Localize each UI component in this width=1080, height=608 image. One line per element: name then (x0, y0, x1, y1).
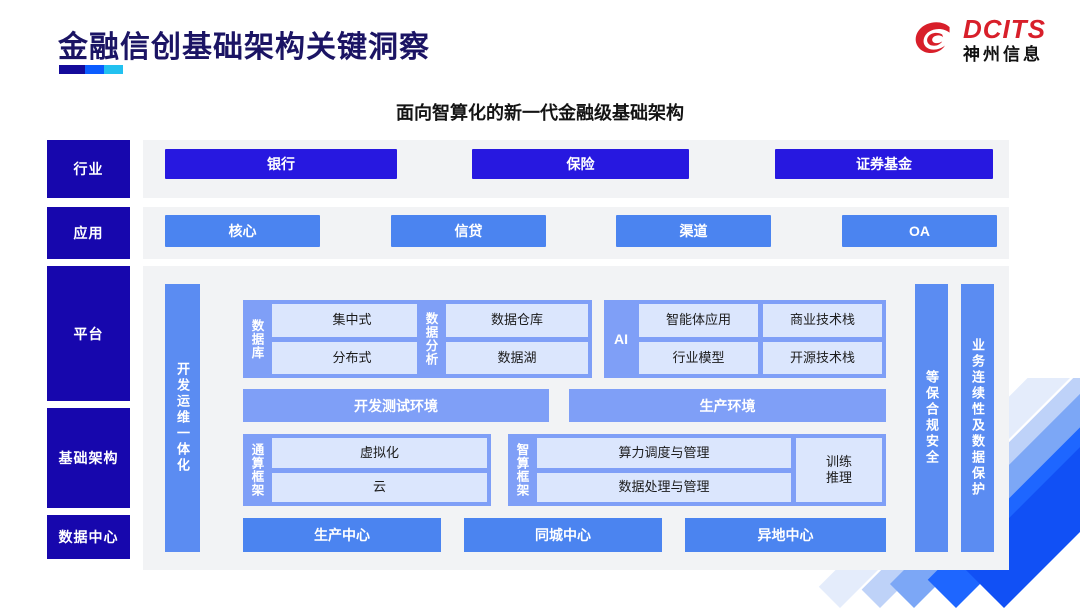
application-chip-core[interactable]: 核心 (165, 215, 320, 247)
cell-data-lake[interactable]: 数据湖 (446, 341, 588, 374)
cell-centralized[interactable]: 集中式 (272, 304, 432, 337)
group-general-compute[interactable]: 通算框架 虚拟化 云 (243, 434, 491, 506)
dc-remote-center[interactable]: 异地中心 (685, 518, 886, 552)
cell-data-warehouse[interactable]: 数据仓库 (446, 304, 588, 337)
group-intelligent-compute-title: 智算框架 (514, 443, 529, 497)
cell-cloud[interactable]: 云 (272, 472, 487, 502)
group-ai[interactable]: AI 智能体应用 商业技术栈 行业模型 开源技术栈 (604, 300, 886, 378)
vbar-devops[interactable]: 开发运维一体化 (165, 284, 200, 552)
industry-chip-insurance[interactable]: 保险 (472, 149, 689, 179)
brand-logo: DCITS 神州信息 (910, 16, 1046, 63)
group-data-analytics[interactable]: 数据分析 数据仓库 数据湖 (417, 300, 592, 378)
group-data-analytics-title: 数据分析 (423, 312, 438, 366)
vbar-compliance-security[interactable]: 等保合规安全 (915, 284, 948, 552)
dcits-swirl-icon (915, 21, 950, 53)
logo-text-cn: 神州信息 (963, 45, 1043, 64)
env-dev-test[interactable]: 开发测试环境 (243, 389, 549, 422)
row-label-industry[interactable]: 行业 (47, 140, 130, 198)
platform-band: 开发运维一体化 等保合规安全 业务连续性及数据保护 数据库 集中式 分布式 数据… (143, 266, 1009, 570)
group-intelligent-compute[interactable]: 智算框架 算力调度与管理 数据处理与管理 训练 推理 (508, 434, 886, 506)
dc-metro-center[interactable]: 同城中心 (464, 518, 662, 552)
cell-training-inference[interactable]: 训练 推理 (796, 438, 882, 502)
cell-industry-model[interactable]: 行业模型 (639, 341, 758, 374)
application-chip-credit[interactable]: 信贷 (391, 215, 546, 247)
application-chip-channel[interactable]: 渠道 (616, 215, 771, 247)
row-label-platform[interactable]: 平台 (47, 266, 130, 401)
cell-distributed[interactable]: 分布式 (272, 341, 432, 374)
dc-production-center[interactable]: 生产中心 (243, 518, 441, 552)
group-general-compute-title: 通算框架 (249, 443, 264, 497)
application-band: 核心 信贷 渠道 OA (143, 207, 1009, 259)
industry-chip-bank[interactable]: 银行 (165, 149, 397, 179)
row-label-infrastructure[interactable]: 基础架构 (47, 408, 130, 508)
vbar-business-continuity[interactable]: 业务连续性及数据保护 (961, 284, 994, 552)
group-database[interactable]: 数据库 集中式 分布式 (243, 300, 436, 378)
cell-commercial-stack[interactable]: 商业技术栈 (763, 304, 882, 337)
page-title: 金融信创基础架构关键洞察 (58, 31, 430, 64)
diagram-subtitle: 面向智算化的新一代金融级基础架构 (0, 99, 1080, 125)
diagram-subtitle-text: 面向智算化的新一代金融级基础架构 (396, 103, 684, 123)
page-header: 金融信创基础架构关键洞察 DCITS 神州信息 (0, 0, 1080, 88)
group-database-title: 数据库 (249, 318, 264, 360)
row-label-datacenter[interactable]: 数据中心 (47, 515, 130, 559)
cell-compute-scheduling[interactable]: 算力调度与管理 (537, 438, 791, 468)
cell-agent-application[interactable]: 智能体应用 (639, 304, 758, 337)
industry-chip-securities[interactable]: 证券基金 (775, 149, 993, 179)
application-chip-oa[interactable]: OA (842, 215, 997, 247)
cell-data-processing[interactable]: 数据处理与管理 (537, 472, 791, 502)
cell-opensource-stack[interactable]: 开源技术栈 (763, 341, 882, 374)
logo-text-en: DCITS (963, 14, 1046, 44)
row-label-application[interactable]: 应用 (47, 207, 130, 259)
industry-band: 银行 保险 证券基金 (143, 140, 1009, 198)
title-underline-accent (59, 65, 123, 74)
env-production[interactable]: 生产环境 (569, 389, 886, 422)
group-ai-title: AI (614, 331, 628, 347)
cell-virtualization[interactable]: 虚拟化 (272, 438, 487, 468)
architecture-diagram: 行业 应用 平台 基础架构 数据中心 银行 保险 证券基金 核心 信贷 渠道 O… (0, 140, 1080, 570)
